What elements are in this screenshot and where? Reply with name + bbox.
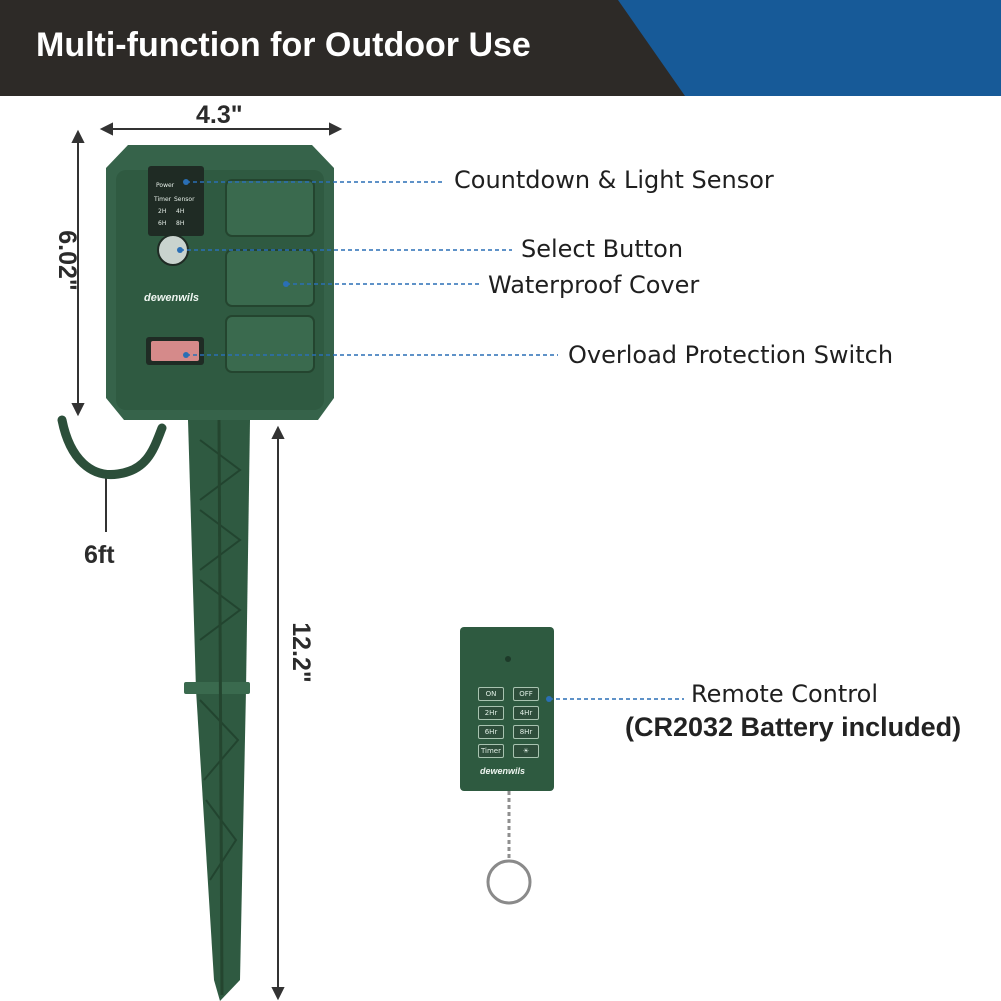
callout-dots [177, 179, 552, 702]
width-dimension-arrow [99, 122, 343, 136]
remote-8hr-button: 8Hr [513, 725, 539, 739]
panel-label-4h: 4H [176, 208, 185, 215]
remote-6hr-button: 6Hr [478, 725, 504, 739]
waterproof-cover-callout: Waterproof Cover [488, 271, 700, 299]
outlet-body [106, 145, 334, 420]
remote-timer-button: Timer [478, 744, 504, 758]
outlet-brand-logo: dewenwils [144, 292, 200, 304]
countdown-sensor-callout: Countdown & Light Sensor [454, 166, 774, 194]
remote-control-body [460, 627, 554, 905]
page-title: Multi-function for Outdoor Use [36, 26, 531, 64]
height-dimension-arrow [71, 129, 85, 417]
cord-length-label: 6ft [84, 541, 115, 569]
remote-4hr-button: 4Hr [513, 706, 539, 720]
panel-label-2h: 2H [158, 208, 167, 215]
remote-on-button: ON [478, 687, 504, 701]
overload-switch-callout: Overload Protection Switch [568, 341, 894, 369]
callout-leaders [180, 181, 684, 700]
ground-stake [184, 419, 250, 1001]
header-background [0, 0, 1001, 96]
header-banner: Multi-function for Outdoor Use [0, 0, 1001, 96]
width-dimension-label: 4.3" [196, 101, 243, 129]
power-cord [57, 415, 167, 480]
remote-off-button: OFF [513, 687, 539, 701]
panel-label-sensor: Sensor [174, 196, 195, 203]
stake-length-label: 12.2" [286, 622, 315, 683]
panel-label-timer: Timer [154, 196, 172, 203]
panel-label-6h: 6H [158, 220, 167, 227]
panel-label-8h: 8H [176, 220, 185, 227]
remote-brand-logo: dewenwils [480, 766, 526, 776]
remote-2hr-button: 2Hr [478, 706, 504, 720]
height-dimension-label: 6.02" [52, 230, 81, 291]
stake-dimension-arrow [271, 425, 285, 1001]
remote-sensor-button: ☀ [513, 744, 539, 758]
panel-label-power: Power [156, 182, 175, 189]
select-button-callout: Select Button [521, 235, 684, 263]
remote-control-callout: Remote Control [691, 680, 878, 708]
battery-note: (CR2032 Battery included) [625, 712, 962, 742]
